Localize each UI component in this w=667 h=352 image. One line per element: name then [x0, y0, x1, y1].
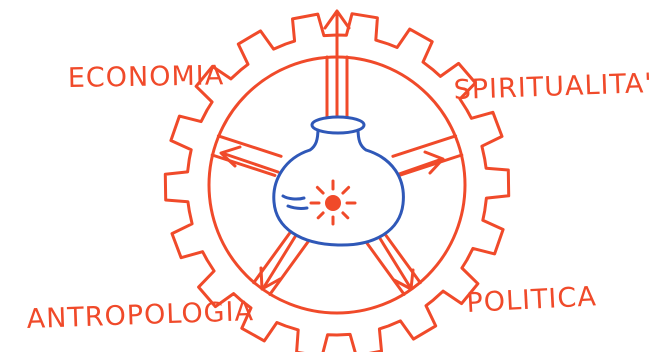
- arrow-bottom-left: [261, 232, 298, 289]
- flask-rim: [312, 117, 364, 133]
- label-politica: POLITICA: [466, 281, 598, 319]
- gear-spoke-line: [212, 155, 275, 175]
- flask-body: [274, 128, 404, 245]
- label-economia: ECONOMIA: [68, 60, 225, 94]
- flask-icon: [274, 117, 404, 245]
- label-spiritualita: SPIRITUALITA': [453, 68, 653, 106]
- spark-core: [325, 195, 341, 211]
- gear-spoke-line: [218, 136, 281, 156]
- label-antropologia: ANTROPOLOGIA: [26, 296, 254, 335]
- arrow-up: [325, 11, 349, 118]
- spark-icon: [311, 181, 355, 224]
- arrow-bottom-right: [376, 232, 413, 289]
